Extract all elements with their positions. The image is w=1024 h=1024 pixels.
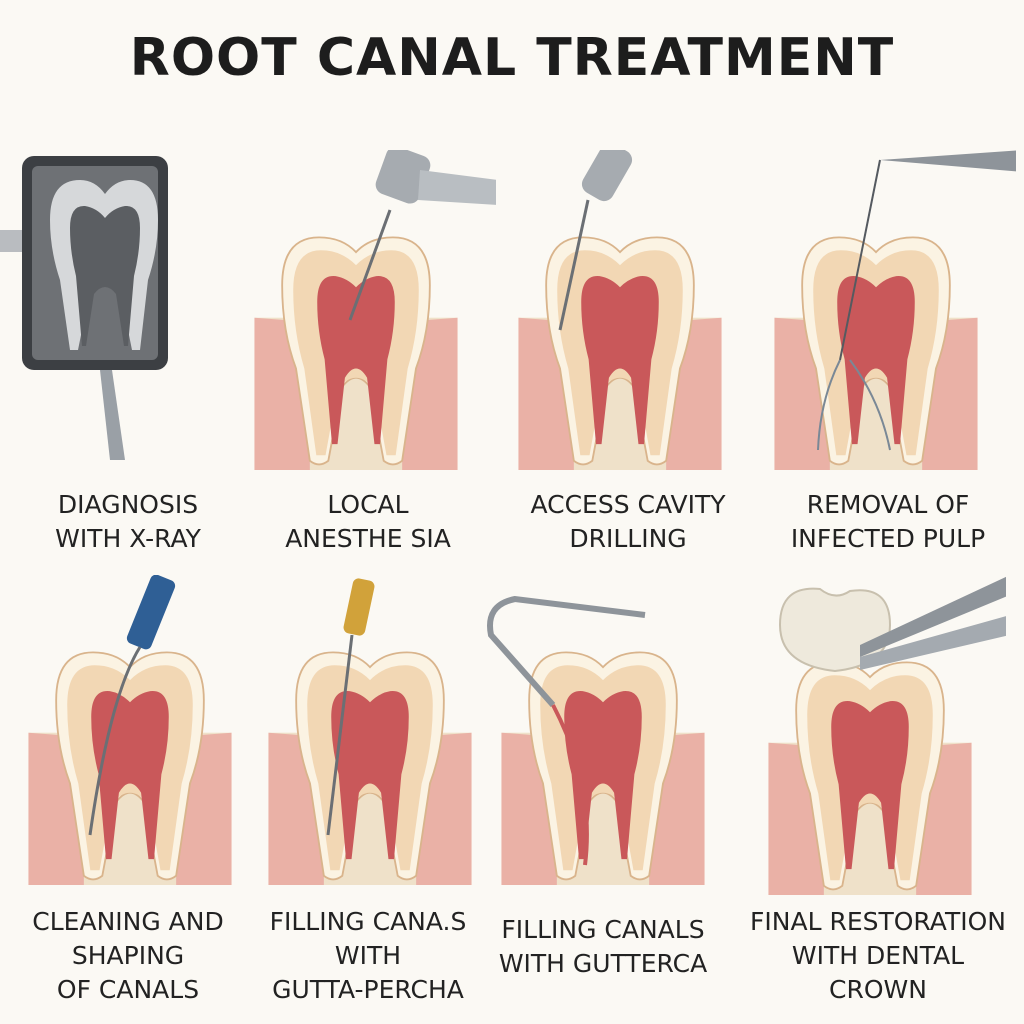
tooth-with-plugger-illustration: [487, 595, 706, 885]
tooth-with-blue-file-illustration: [27, 575, 233, 885]
tooth-with-file-illustration: [773, 150, 1016, 470]
xray-film-illustration: [0, 156, 168, 460]
tooth-with-drill-illustration: [517, 150, 723, 470]
tooth-with-crown-illustration: [767, 576, 1006, 895]
tooth-with-gold-file-illustration: [267, 578, 473, 885]
page-title: ROOT CANAL TREATMENT: [129, 28, 895, 88]
tooth-with-syringe-illustration: [253, 150, 496, 470]
